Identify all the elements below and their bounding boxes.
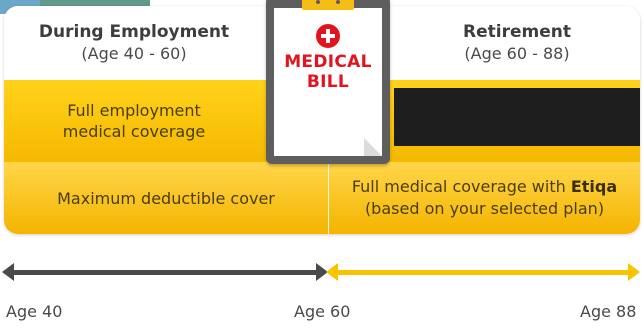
clipboard-paper: MEDICAL BILL xyxy=(274,8,382,156)
employment-coverage-line2: medical coverage xyxy=(62,122,206,141)
paper-fold xyxy=(364,138,382,156)
medical-bill-clipboard: MEDICAL BILL xyxy=(266,0,390,164)
retirement-coverage-line1: Full medical coverage with Etiqa xyxy=(352,176,617,198)
clipboard-clip-icon xyxy=(302,0,354,10)
employment-coverage-line1: Full employment xyxy=(67,101,201,120)
during-employment-title: During Employment xyxy=(38,22,230,42)
timeline-tick-age-60: Age 60 xyxy=(294,302,351,321)
during-employment-age-range: (Age 40 - 60) xyxy=(81,44,187,63)
arrow-right-icon xyxy=(316,263,328,281)
employment-period-line xyxy=(10,270,322,275)
header-retirement: Retirement (Age 60 - 88) xyxy=(394,6,640,80)
employment-coverage-text: Full employment medical coverage xyxy=(4,80,264,162)
retirement-coverage-line2: (based on your selected plan) xyxy=(364,199,605,218)
retirement-title: Retirement xyxy=(463,22,571,42)
retirement-coverage-prefix: Full medical coverage with xyxy=(351,177,571,196)
arrow-left-icon xyxy=(2,263,14,281)
retirement-coverage-gap xyxy=(394,88,640,146)
age-timeline xyxy=(0,258,644,288)
header-during-employment: During Employment (Age 40 - 60) xyxy=(4,6,264,80)
timeline-tick-age-88: Age 88 xyxy=(580,302,637,321)
medical-bill-label: MEDICAL BILL xyxy=(274,52,382,92)
retirement-period-line xyxy=(330,270,632,275)
medical-bill-line1: MEDICAL xyxy=(284,52,372,72)
timeline-tick-age-40: Age 40 xyxy=(6,302,63,321)
arrow-right-icon xyxy=(628,263,640,281)
deductible-row: Maximum deductible cover Full medical co… xyxy=(4,162,640,234)
row-divider xyxy=(328,162,329,234)
medical-cross-icon xyxy=(316,24,340,48)
brand-name: Etiqa xyxy=(570,177,618,196)
arrow-left-icon xyxy=(326,263,338,281)
medical-bill-line2: BILL xyxy=(306,72,350,92)
retirement-age-range: (Age 60 - 88) xyxy=(464,44,570,63)
retirement-coverage-text: Full medical coverage with Etiqa (based … xyxy=(329,162,640,234)
deductible-cover-text: Maximum deductible cover xyxy=(57,188,275,208)
